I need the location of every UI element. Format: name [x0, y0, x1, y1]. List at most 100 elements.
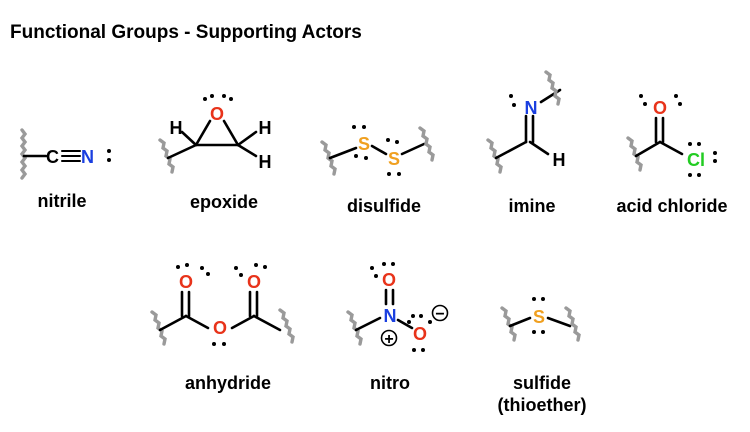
hydrogen-atom: H	[259, 118, 272, 138]
nitrile-structure: C N	[19, 128, 111, 180]
lone-pair-dot	[713, 151, 717, 155]
single-bond	[354, 316, 382, 332]
lone-pair-dot	[541, 297, 545, 301]
lone-pair-dot	[697, 173, 701, 177]
lone-pair-dot	[697, 142, 701, 146]
lone-pair-dot	[678, 102, 682, 106]
acid-chloride-label: acid chloride	[616, 196, 727, 216]
epoxide-structure: O H H H	[158, 94, 272, 174]
bond-stub	[278, 308, 295, 344]
lone-pair-dot	[643, 102, 647, 106]
disulfide-structure: S S	[320, 125, 435, 176]
bond-stub	[544, 70, 561, 106]
sulfur-atom: S	[388, 149, 400, 169]
lone-pair-dot	[374, 274, 378, 278]
single-bond	[180, 130, 198, 147]
oxygen-atom: O	[179, 272, 193, 292]
single-bond	[184, 314, 210, 330]
single-bond	[236, 130, 258, 147]
nitro-label: nitro	[370, 373, 410, 393]
lone-pair-dot	[107, 158, 111, 162]
lone-pair-dot	[176, 265, 180, 269]
oxygen-atom: O	[653, 98, 667, 118]
lone-pair-dot	[512, 103, 516, 107]
single-bond	[194, 119, 212, 147]
lone-pair-dot	[212, 342, 216, 346]
anhydride-structure: O O O	[150, 263, 295, 346]
single-bond	[230, 314, 256, 330]
anhydride-label: anhydride	[185, 373, 271, 393]
figure-title: Functional Groups - Supporting Actors	[10, 22, 362, 43]
single-bond	[634, 140, 662, 158]
lone-pair-dot	[428, 320, 432, 324]
lone-pair-dot	[234, 266, 238, 270]
single-bond	[400, 142, 426, 156]
lone-pair-dot	[229, 97, 233, 101]
lone-pair-dot	[263, 265, 267, 269]
lone-pair-dot	[509, 94, 513, 98]
lone-pair-dot	[421, 348, 425, 352]
single-bond	[222, 119, 240, 147]
sulfur-atom: S	[533, 307, 545, 327]
lone-pair-dot	[419, 314, 423, 318]
single-bond	[370, 144, 388, 156]
nitrile-label: nitrile	[37, 191, 86, 211]
lone-pair-dot	[532, 330, 536, 334]
single-bond	[546, 316, 572, 328]
bond-stub	[150, 310, 167, 346]
lone-pair-dot	[397, 172, 401, 176]
bond-stub	[346, 310, 363, 346]
single-bond	[508, 316, 532, 328]
disulfide-label: disulfide	[347, 196, 421, 216]
lone-pair-dot	[407, 320, 411, 324]
sulfide-label: sulfide	[513, 373, 571, 393]
chlorine-atom: Cl	[687, 150, 705, 170]
bond-stub	[564, 306, 581, 342]
lone-pair-dot	[203, 97, 207, 101]
bond-stub	[486, 138, 503, 174]
lone-pair-dot	[411, 314, 415, 318]
single-bond	[328, 146, 358, 160]
lone-pair-dot	[391, 262, 395, 266]
lone-pair-dot	[382, 262, 386, 266]
oxygen-atom: O	[210, 104, 224, 124]
lone-pair-dot	[688, 142, 692, 146]
lone-pair-dot	[200, 266, 204, 270]
nitrogen-atom: N	[525, 98, 538, 118]
lone-pair-dot	[364, 156, 368, 160]
single-bond	[158, 314, 188, 332]
hydrogen-atom: H	[553, 150, 566, 170]
single-bond	[494, 140, 528, 160]
lone-pair-dot	[713, 159, 717, 163]
lone-pair-dot	[639, 94, 643, 98]
single-bond	[528, 140, 550, 156]
lone-pair-dot	[107, 149, 111, 153]
imine-label: imine	[508, 196, 555, 216]
imine-structure: N H	[486, 70, 566, 174]
oxygen-atom: O	[413, 324, 427, 344]
lone-pair-dot	[370, 266, 374, 270]
lone-pair-dot	[395, 140, 399, 144]
nitro-structure: N O O + −	[346, 262, 449, 352]
sulfide-structure: S	[500, 297, 581, 342]
single-bond	[396, 318, 414, 330]
hydrogen-atom: H	[170, 118, 183, 138]
lone-pair-dot	[541, 330, 545, 334]
positive-charge: +	[380, 329, 398, 348]
lone-pair-dot	[688, 173, 692, 177]
lone-pair-dot	[239, 273, 243, 277]
acid-chloride-structure: O Cl	[626, 94, 717, 177]
thioether-label: (thioether)	[498, 395, 587, 415]
svg-text:+: +	[384, 331, 393, 348]
single-bond	[166, 143, 198, 160]
lone-pair-dot	[354, 154, 358, 158]
oxygen-atom: O	[213, 318, 227, 338]
sulfur-atom: S	[358, 134, 370, 154]
lone-pair-dot	[222, 342, 226, 346]
bond-stub	[500, 306, 517, 342]
single-bond	[252, 314, 282, 332]
lone-pair-dot	[387, 172, 391, 176]
hydrogen-atom: H	[259, 152, 272, 172]
nitrogen-atom: N	[81, 147, 94, 167]
lone-pair-dot	[352, 125, 356, 129]
